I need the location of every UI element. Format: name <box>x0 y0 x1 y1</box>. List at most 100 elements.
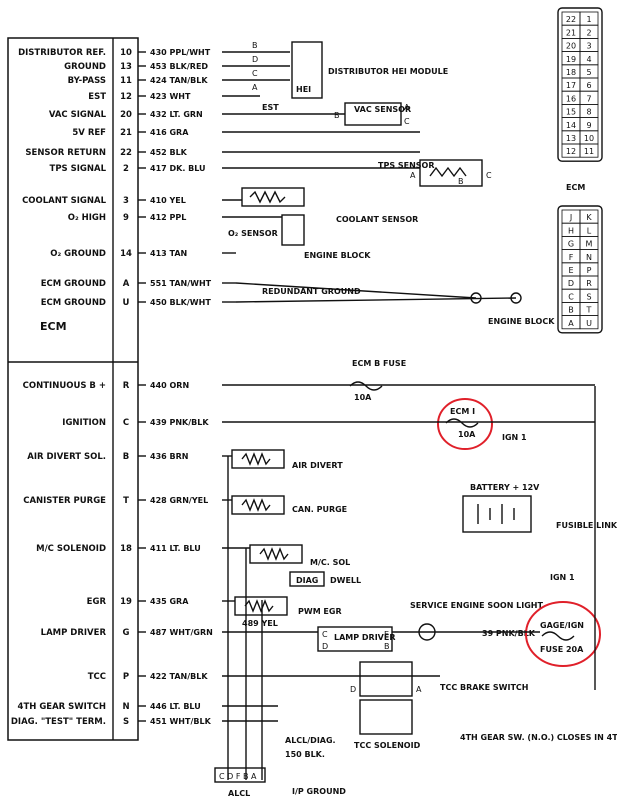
fusible-link-label-1: FUSIBLE LINK <box>556 521 617 530</box>
hei-pin-c: C <box>252 69 258 78</box>
engine-block-label: ENGINE BLOCK <box>304 251 371 260</box>
ecm-pin-number: B <box>123 452 129 462</box>
ecm-wire-label: 424 TAN/BLK <box>150 76 208 85</box>
ecm-box-outline <box>7 37 139 741</box>
ecm-pin-label: GROUND <box>64 62 106 72</box>
top-connector-pin: 11 <box>584 147 594 156</box>
ecm-pin-number: R <box>123 381 130 391</box>
diag-box <box>289 571 325 587</box>
ecm-wire-label: 446 LT. BLU <box>150 702 201 711</box>
dwell-label: DWELL <box>330 576 361 585</box>
bottom-connector-pin: S <box>586 292 591 301</box>
ecm-pin-label: O₂ HIGH <box>68 213 106 223</box>
engine-block-label-2: ENGINE BLOCK <box>488 317 555 326</box>
ecm-pin-number: 11 <box>120 76 132 86</box>
top-connector-pin: 10 <box>584 134 594 143</box>
top-connector-pin: 22 <box>566 15 576 24</box>
ecm-pin-label: ECM GROUND <box>41 298 106 308</box>
ecm-wire-label: 423 WHT <box>150 92 191 101</box>
ecm-pin-number: C <box>123 418 129 428</box>
tcc-relay-box <box>359 661 413 697</box>
top-connector-pin: 19 <box>566 55 576 64</box>
top-connector-pin: 7 <box>586 94 591 103</box>
ecm-pin-label: DISTRIBUTOR REF. <box>18 48 106 58</box>
alcl-label: ALCL <box>228 789 250 798</box>
bottom-connector-pin: A <box>568 319 574 328</box>
ign1-label-2: IGN 1 <box>550 573 575 582</box>
tcc-pin-a: A <box>416 685 422 694</box>
lamp-pin-b: B <box>384 642 390 651</box>
can-purge-solenoid <box>231 495 285 515</box>
air-divert-label: AIR DIVERT <box>292 461 343 470</box>
top-connector-pin: 17 <box>566 81 576 90</box>
ecm-wire-label: 430 PPL/WHT <box>150 48 211 57</box>
ecm-pin-label: 5V REF <box>72 128 106 138</box>
top-connector-pin: 13 <box>566 134 576 143</box>
gage-ign-label: GAGE/IGN <box>540 621 584 630</box>
bottom-connector-pin: H <box>568 226 574 235</box>
ecm-pin-label: TCC <box>88 672 106 682</box>
ground-wire-2 <box>235 297 517 303</box>
ecm-wire-label: 412 PPL <box>150 213 186 222</box>
ecm-wire-label: 451 WHT/BLK <box>150 717 212 726</box>
tps-pin-a: A <box>410 171 416 180</box>
ecm-i-amp: 10A <box>458 430 476 439</box>
tps-label: TPS SENSOR <box>378 161 435 170</box>
ecm-pin-label: CONTINUOUS B + <box>23 381 106 391</box>
o2-sensor-label: O₂ SENSOR <box>228 229 278 238</box>
hei-label: HEI <box>296 85 311 94</box>
vac-sensor-box <box>344 102 402 126</box>
coolant-resistor <box>249 190 286 204</box>
ecm-label: ECM <box>40 320 67 333</box>
ecm-pin-label: 4TH GEAR SWITCH <box>18 702 106 712</box>
ecm-pin-label: SENSOR RETURN <box>25 148 106 158</box>
lamp-driver-box <box>317 626 393 652</box>
top-connector-pin: 2 <box>586 28 591 37</box>
diag-label: DIAG <box>296 576 318 585</box>
ecm-pin-label: ECM GROUND <box>41 279 106 289</box>
ecm-pin-number: G <box>123 628 130 638</box>
vac-pin-b: B <box>334 111 340 120</box>
ip-ground-label: I/P GROUND <box>292 787 346 796</box>
pwm-egr-solenoid <box>234 596 288 616</box>
ecm-wire-label: 428 GRN/YEL <box>150 496 208 505</box>
vac-sensor-label: VAC SENSOR <box>354 105 411 114</box>
ecm-wire-label: 452 BLK <box>150 148 188 157</box>
can-purge-coil <box>241 498 271 512</box>
tcc-solenoid-label: TCC SOLENOID <box>354 741 421 750</box>
ecm-pin-number: T <box>123 496 129 506</box>
top-connector-pin: 6 <box>586 81 591 90</box>
ecm-pin-number: 14 <box>120 249 132 259</box>
ecm-b-fuse-amp: 10A <box>354 393 372 402</box>
ecm-pin-label: CANISTER PURGE <box>23 496 106 506</box>
mc-sol-label: M/C. SOL <box>310 558 350 567</box>
top-connector-pin: 5 <box>586 68 591 77</box>
ecm-pin-number: S <box>123 717 129 727</box>
ecm-pin-number: 13 <box>120 62 132 72</box>
lamp-pin-e: E <box>384 630 389 639</box>
ecm-pin-label: DIAG. "TEST" TERM. <box>11 717 106 727</box>
highlight-gage-ign-fuse <box>525 601 601 667</box>
ecm-pin-number: U <box>123 298 130 308</box>
ecm-wire-label: 410 YEL <box>150 196 186 205</box>
top-connector-pin: 1 <box>586 15 591 24</box>
tcc-pin-d: D <box>350 685 356 694</box>
ecm-pin-number: 10 <box>120 48 132 58</box>
ecm-pin-number: 9 <box>123 213 129 223</box>
o2-sensor-box <box>281 214 305 246</box>
tcc-solenoid-box <box>359 699 413 735</box>
bottom-connector-pin: P <box>587 266 592 275</box>
fuse-20a-label: FUSE 20A <box>540 645 584 654</box>
hei-pin-a: A <box>252 83 258 92</box>
ecm-wire-label: 435 GRA <box>150 597 189 606</box>
ecm-wire-label: 487 WHT/GRN <box>150 628 213 637</box>
ecm-pin-number: 19 <box>120 597 132 607</box>
yel-489-label: 489 YEL <box>242 619 278 628</box>
ecm-pin-number: N <box>122 702 129 712</box>
lamp-pin-d: D <box>322 642 328 651</box>
tps-pin-b: B <box>458 177 464 186</box>
tps-resistor <box>429 166 467 178</box>
ecm-pin-number: A <box>123 279 130 289</box>
ecm-pin-number: 20 <box>120 110 132 120</box>
ecm-wire-label: 453 BLK/RED <box>150 62 208 71</box>
